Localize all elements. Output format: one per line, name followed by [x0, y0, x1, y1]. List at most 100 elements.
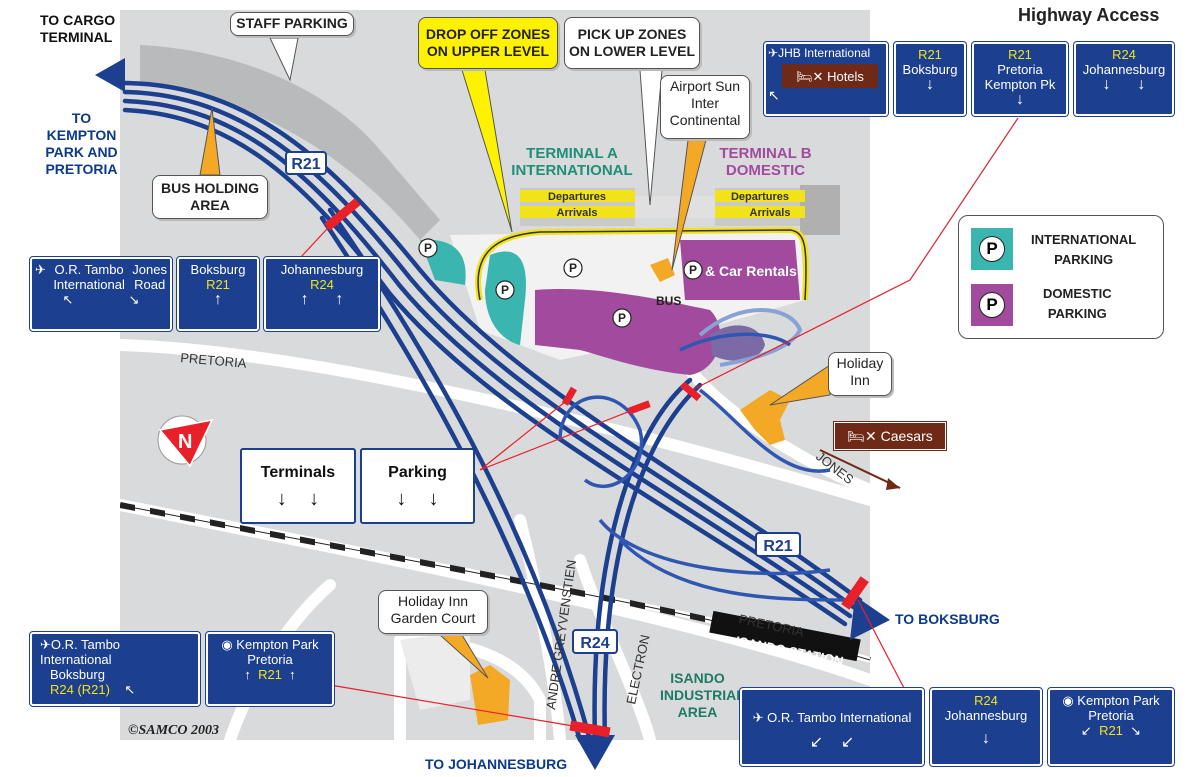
arrow-caesars [819, 449, 901, 489]
sign-route-row: R24 (R21) ↖ [50, 682, 136, 697]
sign-johannesburg: Johannesburg R24 ↑ ↑ [263, 256, 381, 332]
svg-text:R21: R21 [291, 156, 320, 173]
sign-route: R24 [974, 693, 998, 708]
pointer-lines [299, 117, 1019, 729]
sign-terminals-label: Terminals [260, 464, 336, 481]
drop-off-road-edge [477, 229, 807, 301]
sign-terminals: Terminals ↓ ↓ [240, 448, 356, 524]
legend-domestic-p: P [979, 292, 1005, 318]
svg-text:P: P [618, 311, 626, 325]
sign-bottom-right-kempton: ◉ Kempton Park Pretoria ↙ R21 ↘ [1047, 687, 1175, 767]
sign-jhb-label: ✈JHB International [768, 46, 871, 60]
sign-bottom-left-airport: ✈O.R. Tambo International Boksburg R24 (… [29, 631, 201, 707]
page-title: Highway Access [1018, 5, 1160, 25]
sign-route: R24 [310, 277, 334, 292]
arrow-icon: ↙ ↙ [809, 734, 855, 751]
compass-letter: N [178, 431, 192, 453]
staff-pointer [269, 37, 299, 82]
arrow-icon: ↖ [124, 682, 136, 697]
label-terminal-b: TERMINAL B DOMESTIC [719, 145, 812, 179]
pick-up-pointer [639, 69, 663, 206]
garden-court-pointer [438, 634, 489, 679]
parking-marker-letters: P P P P P [424, 241, 697, 325]
sign-route-row: ↙ R21 ↘ [1080, 723, 1142, 738]
sign-bottom-right-r24: R24 Johannesburg ↓ [929, 687, 1043, 767]
parking-legend: P INTERNATIONAL PARKING P DOMESTIC PARKI… [958, 215, 1164, 339]
callout-holiday-inn: Holiday Inn [828, 352, 892, 396]
red-markers [324, 198, 869, 738]
svg-text:R24: R24 [580, 635, 609, 652]
plane-icon: ✈ [752, 710, 764, 725]
sign-route: R24 [1112, 47, 1136, 62]
sign-dest: Johannesburg [280, 262, 364, 277]
svg-text:P: P [569, 261, 577, 275]
drop-off-pointer [461, 69, 513, 233]
bus-label: BUS [656, 294, 681, 308]
sign-airport-jones: ✈ O.R. Tambo International Jones Road ↖↘ [29, 256, 173, 332]
road-label-pretoria: PRETORIA [180, 350, 248, 371]
arrow-icon: ↓ [982, 730, 990, 747]
isando-station-bar [709, 610, 861, 662]
sign-dest: Pretoria Kempton Pk [984, 62, 1056, 92]
bed-icon: 🛏✕ [847, 427, 877, 444]
garden-court-block [400, 630, 470, 710]
callout-airport-sun: Airport Sun Inter Continental [660, 75, 750, 139]
arrivals-a: Arrivals [557, 207, 598, 219]
sign-airport: ✈O.R. Tambo International [40, 637, 121, 667]
arrow-icon: ↓ ↓ [1102, 76, 1146, 93]
svg-text:R21: R21 [763, 538, 792, 555]
arrow-icon: ↓ ↓ [396, 488, 439, 510]
arrivals-b: Arrivals [750, 207, 791, 219]
compass: N [157, 415, 214, 468]
sign-dest: Johannesburg [944, 708, 1028, 723]
sign-jhb-hotels: ✈JHB International 🛏✕ Hotels ↖ [763, 41, 889, 117]
label-to-cargo: TO CARGO TERMINAL [40, 12, 116, 45]
target-icon: ◉ [1062, 693, 1074, 708]
callout-holiday-inn-garden: Holiday Inn Garden Court [378, 590, 488, 634]
sign-parking-label: Parking [388, 464, 447, 481]
sign-r21-pretoria: R21 Pretoria Kempton Pk ↓ [971, 41, 1069, 117]
parking-ramp [698, 308, 803, 367]
plane-icon: ✈ [768, 46, 779, 60]
sign-hotels-inner: 🛏✕ Hotels [782, 64, 878, 88]
arrow-johannesburg [575, 735, 615, 770]
legend-domestic-label: DOMESTIC PARKING [1043, 286, 1112, 321]
callout-drop-off: DROP OFF ZONES ON UPPER LEVEL [418, 17, 558, 69]
callout-bus-holding: BUS HOLDING AREA [152, 175, 268, 219]
label-terminal-a: TERMINAL A INTERNATIONAL [511, 145, 633, 179]
parking-markers [418, 238, 703, 328]
svg-text:P: P [689, 263, 697, 277]
sign-boksburg: Boksburg R21 ↑ [176, 256, 260, 332]
arrow-icon: ↖ [768, 87, 780, 103]
label-to-kempton: TO KEMPTON PARK AND PRETORIA [45, 110, 118, 177]
label-isando-area: ISANDO INDUSTRIAL AREA [660, 670, 745, 720]
sign-airport: ✈ O.R. Tambo International Jones Road [35, 262, 167, 292]
target-icon: ◉ [221, 637, 233, 652]
departures-a: Departures [548, 191, 606, 203]
arrow-caesars-head [886, 478, 900, 490]
r24-shield: R24 [572, 629, 618, 654]
sign-dest: Johannesburg [1082, 62, 1166, 77]
copyright: ©SAMCO 2003 [128, 723, 219, 738]
sign-airport: ✈ O.R. Tambo International [752, 710, 912, 725]
terminal-buildings [520, 185, 840, 235]
sign-kempton: ◉ Kempton Park Pretoria [1062, 693, 1160, 723]
sign-kempton: ◉ Kempton Park Pretoria [221, 637, 319, 667]
label-to-johannesburg: TO JOHANNESBURG [425, 756, 568, 772]
arrow-boksburg [850, 596, 890, 640]
plane-icon: ✈ [35, 262, 46, 277]
arrow-icon: ↑ ↑ [300, 291, 344, 308]
airport-sun-pointer [671, 139, 707, 271]
highway-r21 [122, 80, 863, 627]
airport-sun-hotel [650, 258, 675, 282]
sign-route: R21 [1008, 47, 1032, 62]
callout-pick-up: PICK UP ZONES ON LOWER LEVEL [564, 17, 700, 69]
arrow-icon: ↓ ↓ [276, 488, 320, 510]
bed-icon: 🛏✕ [796, 68, 824, 84]
legend-international-label: INTERNATIONAL PARKING [1031, 232, 1137, 267]
arrow-icon: ↖↘ [62, 292, 140, 307]
callout-staff-parking: STAFF PARKING [230, 12, 354, 36]
arrow-icon: ↓ [926, 76, 934, 93]
sign-bottom-right-airport: ✈ O.R. Tambo International ↙ ↙ [739, 687, 925, 767]
